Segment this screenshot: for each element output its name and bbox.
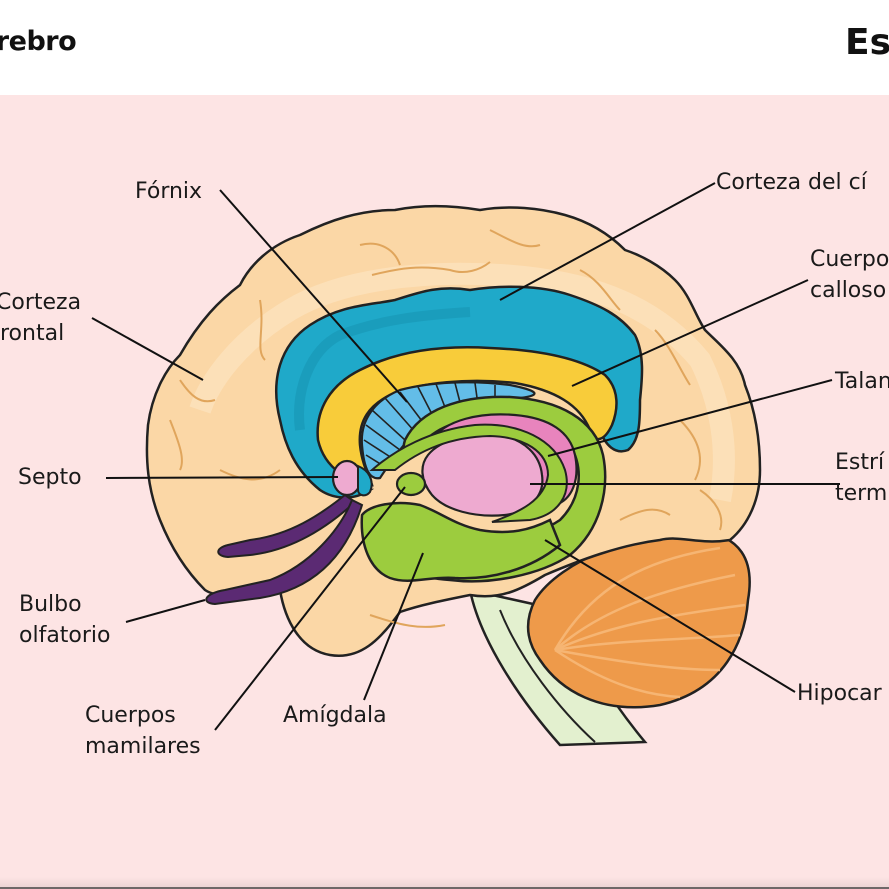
cortex-highlight [189,262,735,503]
cerebellum-folia [553,546,746,699]
label-mammillary-bodies-line1: Cuerpos [85,703,176,728]
leader-olfactory [125,599,206,623]
label-thalamus: Talan [835,369,889,394]
thalamus [421,433,544,517]
label-amygdala: Amígdala [283,703,387,728]
leader-cingulate [499,182,716,301]
page-title-left: erebro [0,26,77,57]
cortex-sulci [169,229,723,628]
leader-hippocampus [544,539,796,693]
stria-terminalis [369,423,568,523]
label-hippocampus: Hipocar [797,681,882,706]
label-stria-terminalis-line1: Estrí [835,450,885,475]
label-corpus-callosum-line1: Cuerpo [810,247,889,272]
label-fornix: Fórnix [135,179,203,204]
page-header: erebro Es [0,0,889,95]
brainstem-inner [499,609,596,743]
label-septum: Septo [18,465,82,490]
leader-lines [91,182,840,731]
cingulate-cortex-shade [294,307,471,431]
leader-frontal [91,317,204,381]
label-corpus-callosum-line2: calloso [810,278,887,303]
label-cingulate-cortex: Corteza del cí [716,170,867,195]
olfactory-bulb [205,498,364,606]
label-frontal-cortex-line1: Corteza [0,290,82,315]
leader-septum [105,476,339,479]
leader-fornix [219,189,408,403]
page-title-right: Es [845,22,889,63]
leader-mammillary [214,486,406,731]
olfactory-tract-upper [217,493,357,559]
leader-callosum [571,279,809,387]
panel-bottom-border [0,887,889,889]
label-olfactory-bulb-line1: Bulbo [19,592,82,617]
label-frontal-cortex-line2: rontal [0,321,65,346]
panel-bottom-shadow [0,877,889,889]
label-olfactory-bulb-line2: olfatorio [19,623,111,648]
septum-blue-edge [357,464,373,497]
label-stria-terminalis-line2: term [835,481,888,506]
leader-thalamus [547,379,833,457]
leader-amygdala [363,552,424,701]
hippocampus-lower [360,501,562,582]
label-mammillary-bodies-line2: mamilares [85,734,201,759]
